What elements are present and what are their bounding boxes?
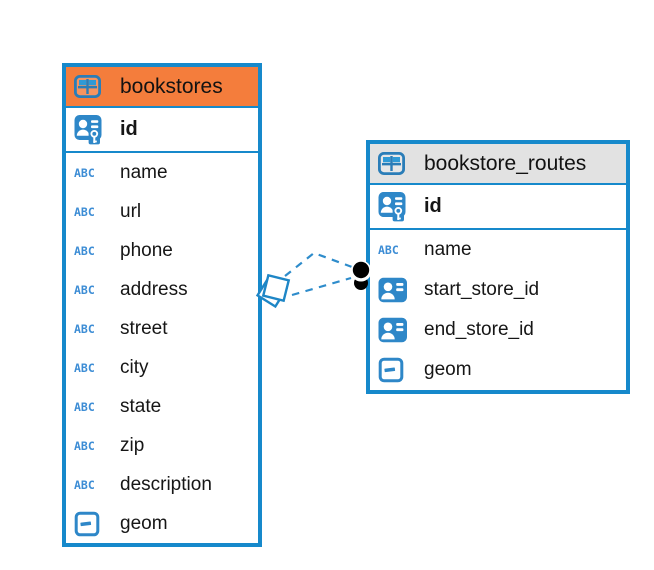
text-type-icon: ABC [74,244,110,258]
column-label: address [120,278,188,300]
column-label: geom [120,512,168,534]
column-label: phone [120,239,173,261]
column-row[interactable]: ABC name [370,230,626,270]
text-type-icon-glyph: ABC [74,165,95,180]
column-row[interactable]: end_store_id [370,310,626,350]
column-row[interactable]: geom [370,350,626,390]
relationship-line-lower[interactable] [291,276,352,297]
relationship-square-marker [255,273,291,309]
reference-icon [378,317,414,343]
column-row[interactable]: ABC zip [66,426,258,465]
primary-key-icon [74,114,110,145]
relationship-line[interactable] [255,251,372,309]
column-label: name [424,239,472,260]
column-row[interactable]: ABC name [66,153,258,192]
column-row[interactable]: start_store_id [370,270,626,310]
text-type-icon: ABC [74,400,110,414]
text-type-icon: ABC [74,205,110,219]
text-type-icon: ABC [74,361,110,375]
column-row[interactable]: ABC address [66,270,258,309]
column-label: street [120,317,168,339]
column-label: url [120,200,142,222]
column-label: zip [120,434,145,456]
column-label: description [120,473,212,495]
table-title: bookstore_routes [424,151,587,175]
text-type-icon: ABC [74,166,110,180]
column-label: end_store_id [424,319,534,340]
reference-icon [378,277,414,303]
table-header[interactable]: bookstore_routes [370,144,626,185]
text-type-icon-glyph: ABC [74,399,95,414]
column-row-primary-key[interactable]: id [66,108,258,153]
text-type-icon-glyph: ABC [378,243,399,257]
primary-key-icon [378,191,414,222]
column-label: city [120,356,149,378]
column-row-primary-key[interactable]: id [370,185,626,230]
column-label: geom [424,359,472,380]
text-type-icon-glyph: ABC [74,477,95,492]
relationship-line-upper[interactable] [284,251,353,277]
text-type-icon: ABC [74,283,110,297]
column-label: name [120,161,168,183]
text-type-icon-glyph: ABC [74,282,95,297]
text-type-icon-glyph: ABC [74,321,95,336]
column-label: id [120,118,138,140]
relationship-dot-marker [350,260,372,290]
table-icon [74,75,110,98]
text-type-icon-glyph: ABC [74,360,95,375]
text-type-icon: ABC [74,322,110,336]
column-label: id [424,195,442,217]
text-type-icon: ABC [378,243,414,257]
column-row[interactable]: ABC phone [66,231,258,270]
table-icon [378,152,414,175]
geometry-type-icon [378,357,414,383]
column-row[interactable]: ABC city [66,348,258,387]
column-label: start_store_id [424,279,540,300]
text-type-icon-glyph: ABC [74,204,95,219]
text-type-icon: ABC [74,439,110,453]
column-row[interactable]: ABC state [66,387,258,426]
geometry-type-icon [74,511,110,537]
column-row[interactable]: geom [66,504,258,543]
table-title: bookstores [120,74,223,98]
column-row[interactable]: ABC description [66,465,258,504]
column-row[interactable]: ABC street [66,309,258,348]
column-label: state [120,395,162,417]
column-row[interactable]: ABC url [66,192,258,231]
text-type-icon-glyph: ABC [74,243,95,258]
text-type-icon-glyph: ABC [74,438,95,453]
text-type-icon: ABC [74,478,110,492]
table-header[interactable]: bookstores [66,67,258,108]
